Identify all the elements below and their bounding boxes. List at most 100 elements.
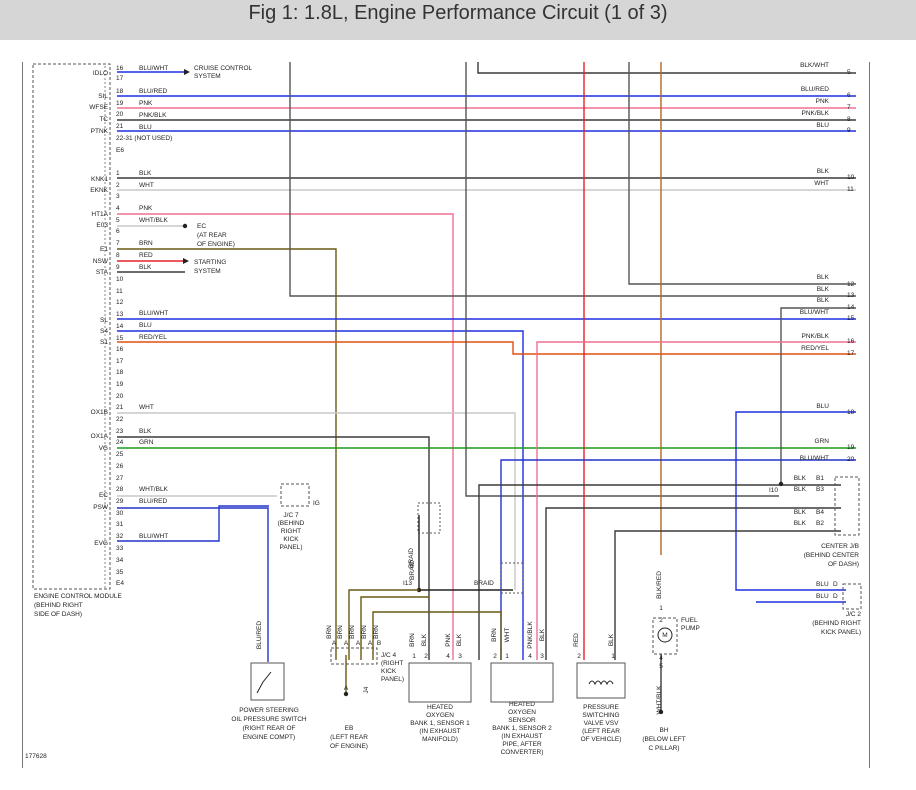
eb-label: (LEFT REAR — [330, 734, 368, 741]
ecm-terminal-ht1a: HT1A — [91, 211, 108, 218]
right-wire-label: BLK — [817, 274, 830, 281]
ecm-pin-number: 34 — [116, 557, 124, 564]
wire-blk-b2 — [614, 530, 841, 660]
ecm-pin-number: 17 — [116, 358, 124, 365]
jc4-box — [330, 647, 378, 665]
wire-braid — [418, 515, 513, 591]
psvsv-label: PRESSURE — [583, 704, 619, 711]
ecm-terminal-sil: SIL — [98, 93, 108, 100]
jc4-label: KICK — [381, 668, 397, 675]
hos1-label: HEATED — [427, 704, 453, 711]
center-jb-label: OF DASH) — [828, 561, 859, 568]
right-wire-label: BLK — [817, 297, 830, 304]
ecm-terminal-idlo: IDLO — [93, 70, 108, 77]
bottom-wire-label: BLK — [456, 633, 463, 646]
wire-blk-b4 — [545, 507, 841, 660]
ecm-pin-number: 18 — [116, 369, 124, 376]
fuel-pump-box — [652, 617, 678, 655]
bottom-wire-label: BRN — [373, 625, 380, 639]
left-wire-label: BLU/WHT — [139, 310, 168, 317]
ecm-pin-number: 35 — [116, 569, 124, 576]
pin-mark: 5 — [659, 663, 663, 670]
right-wire-label: PNK/BLK — [802, 333, 830, 340]
ecm-label: SIDE OF DASH) — [34, 611, 82, 618]
left-wire-label: BLU — [139, 322, 152, 329]
bottom-wire-label: PNK/BLK — [527, 621, 534, 649]
ecm-terminal-ox1b: OX1B — [91, 409, 108, 416]
wire-blkwht-5 — [477, 62, 856, 74]
ecm-pin-number: 27 — [116, 475, 124, 482]
connector-number: 18 — [847, 409, 855, 416]
b-term-wire: BLK — [794, 486, 807, 493]
ec-label: OF ENGINE) — [197, 241, 235, 248]
ecm-pin-number: 1 — [116, 170, 120, 177]
left-wire-label: BLK — [139, 428, 152, 435]
right-wire-label: GRN — [815, 438, 830, 445]
pin-mark: 3 — [540, 653, 544, 660]
ecm-pin-number: 2 — [116, 182, 120, 189]
connector-number: 20 — [847, 456, 855, 463]
right-wire-label: PNK — [816, 98, 830, 105]
connector-number: 7 — [847, 104, 851, 111]
pin-mark: 4 — [446, 653, 450, 660]
wire-pnkblk-16 — [536, 341, 856, 660]
hos2-label: (IN EXHAUST — [501, 733, 542, 740]
connector-number: 16 — [847, 338, 855, 345]
wire-brn-c — [372, 611, 502, 660]
pin-mark: 1 — [505, 653, 509, 660]
ecm-pin-number: 18 — [116, 88, 124, 95]
pin-mark: B — [377, 640, 381, 647]
ecm-pin-number: 15 — [116, 335, 124, 342]
wire-s4 — [117, 330, 524, 660]
ecm-pin-number: 21 — [116, 404, 124, 411]
ps-switch-name: POWER STEERING — [239, 707, 299, 714]
bh-ground — [658, 709, 664, 715]
left-wire-label: WHT — [139, 182, 154, 189]
left-wire-label: BLU/RED — [139, 498, 167, 505]
ecm-terminal-psw: PSW — [93, 504, 109, 511]
ps-switch-name: OIL PRESSURE SWITCH — [231, 716, 307, 723]
bottom-wire-label: PNK — [445, 633, 452, 647]
pin-mark: 3 — [458, 653, 462, 660]
jc7-label: RIGHT — [281, 528, 301, 535]
hos1-label: BANK 1, SENSOR 1 — [410, 720, 470, 727]
wire-ox1b — [117, 412, 516, 590]
ecm-pin-number: 28 — [116, 486, 124, 493]
psvsv-label: SWITCHING — [582, 712, 619, 719]
left-wire-label: PNK — [139, 100, 153, 107]
ec-label: EC — [197, 223, 206, 230]
ecm-pin-number: 24 — [116, 439, 124, 446]
right-wire-label: BLU/WHT — [800, 455, 829, 462]
jc2-label: KICK PANEL) — [821, 629, 861, 636]
center-jb-label: CENTER J/B — [821, 543, 859, 550]
pin-mark: A — [368, 640, 373, 647]
b-term-name: B1 — [816, 475, 824, 482]
left-wire-label: WHT — [139, 404, 154, 411]
braid-shield-2 — [500, 562, 524, 594]
ecm-pin-number: 5 — [116, 217, 120, 224]
ecm-terminal-e03: E03 — [96, 222, 108, 229]
bh-label: BH — [659, 727, 668, 734]
left-wire-label: WHT/BLK — [139, 217, 169, 224]
ps-switch-location: ENGINE COMPT) — [243, 734, 295, 741]
bottom-wire-label: BRN — [349, 625, 356, 639]
pin-mark: 4 — [659, 655, 663, 662]
ecm-label: ENGINE CONTROL MODULE — [34, 593, 123, 600]
bottom-wire-label: BLK — [608, 633, 615, 646]
bottom-wire-label: BLU/RED — [256, 621, 263, 649]
pin-mark: 4 — [528, 653, 532, 660]
i10-label: I10 — [769, 487, 778, 494]
b-term-wire: BLK — [794, 520, 807, 527]
psvsv-label: OF VEHICLE) — [581, 736, 622, 743]
bottom-wire-label: WHT — [504, 628, 511, 643]
ecm-terminal-sta: STA — [96, 269, 109, 276]
braid-shield-1 — [417, 502, 441, 534]
psvsv-label: (LEFT REAR — [582, 728, 620, 735]
connector-number: 10 — [847, 174, 855, 181]
b-term-name: B3 — [816, 486, 824, 493]
bottom-wire-label: BRN — [326, 625, 333, 639]
jc2-box — [842, 583, 862, 610]
b-term-name: B2 — [816, 520, 824, 527]
hos2-label: CONVERTER) — [501, 749, 544, 756]
ecm-terminal-ec: EC — [99, 492, 108, 499]
